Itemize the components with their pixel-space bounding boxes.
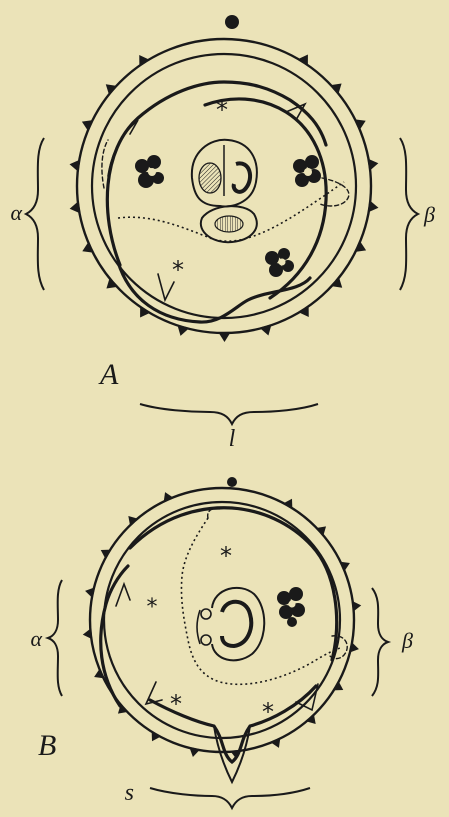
calyx-spine (82, 120, 94, 131)
outer-ring-b (83, 488, 361, 759)
star-mark-a-bottom: * (172, 256, 184, 284)
star-mark-b-1: * (220, 542, 232, 570)
bracket-label-left-a: α (10, 200, 22, 225)
bracket-label-bottom-b: s (125, 780, 134, 806)
dark-cluster-b (277, 587, 305, 627)
bracket-label-right-a: β (423, 202, 435, 227)
calyx-spine (339, 562, 349, 572)
calyx-spine (297, 54, 308, 66)
calyx-spine (85, 587, 95, 598)
star-mark-b-3: * (170, 690, 182, 718)
calyx-spine (70, 201, 81, 213)
calyx-spine (330, 83, 342, 94)
diagram-a: * * α β A l (10, 15, 435, 452)
calyx-spine (152, 731, 162, 742)
bracket-label-right-b: β (401, 628, 413, 653)
star-mark-a-top: * (216, 96, 228, 124)
calyx-spine (270, 737, 280, 747)
calyx-spine (139, 55, 150, 67)
calyx-spine (83, 628, 93, 639)
calyx-spine (354, 119, 366, 130)
ovary-a (192, 140, 257, 242)
bracket-label-left-b: α (30, 626, 42, 651)
diagram-b: * * * * α β B s (30, 477, 413, 808)
calyx-spine (368, 159, 379, 171)
calyx-spine (352, 601, 362, 612)
calyx-spine (331, 276, 343, 287)
dark-cluster-right-a (293, 155, 321, 187)
calyx-spine (333, 681, 344, 691)
calyx-spine (283, 499, 293, 510)
axis-dot-a (225, 15, 239, 29)
bracket-right-a (400, 138, 418, 290)
bracket-left-a (26, 138, 44, 290)
bracket-bottom-b (150, 788, 310, 808)
calyx-spine (189, 747, 200, 757)
calyx-spine (82, 241, 94, 252)
calyx-spine (368, 200, 379, 212)
calyx-spine (218, 332, 231, 342)
calyx-spine (106, 277, 118, 288)
calyx-spine (106, 84, 118, 95)
bracket-right-b (372, 588, 388, 696)
star-mark-b-2: * (147, 595, 158, 620)
dark-cluster-bottom-a (265, 248, 294, 277)
star-mark-b-4: * (262, 698, 274, 726)
calyx-spine (349, 642, 359, 653)
calyx-spine (101, 550, 112, 560)
dark-cluster-left-a (135, 155, 164, 188)
calyx-spine (70, 159, 81, 171)
panel-label-b: B (38, 729, 56, 762)
panel-label-a: A (98, 358, 119, 391)
calyx-spine (164, 492, 174, 502)
bracket-bottom-a (140, 404, 318, 424)
bracket-label-bottom-a: l (229, 426, 236, 452)
dotted-curve-b (181, 518, 340, 684)
axis-dot-b (227, 477, 237, 487)
calyx-spine (298, 305, 309, 317)
ovary-b (197, 588, 264, 660)
calyx-spine (354, 240, 366, 251)
bracket-left-b (48, 580, 62, 696)
